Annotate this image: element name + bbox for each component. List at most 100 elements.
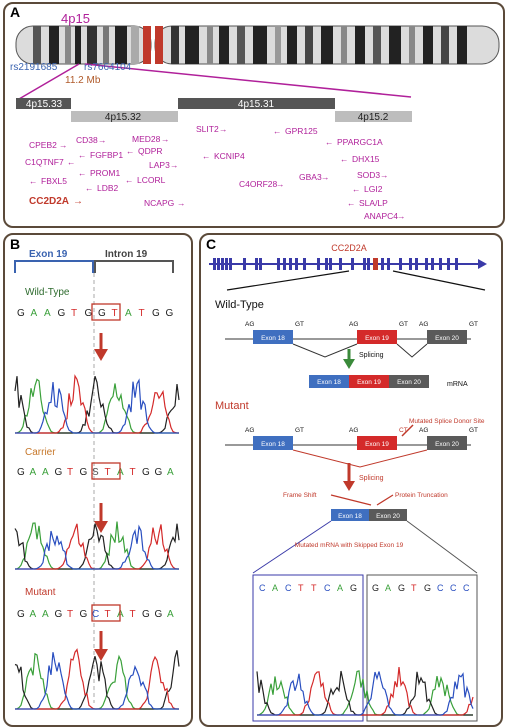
gene-exon-tick bbox=[399, 258, 402, 270]
gene-dhx15: DHX15 bbox=[352, 154, 380, 164]
gene-exon-tick bbox=[363, 258, 366, 270]
skip-right-base: G bbox=[398, 583, 405, 593]
mut-splicing-label: Splicing bbox=[359, 475, 384, 482]
mutant-seq-base: G bbox=[155, 609, 163, 620]
wildtype-seq-base: T bbox=[71, 308, 77, 319]
frame-shift-pointer bbox=[330, 494, 372, 506]
gene-exon-tick bbox=[255, 258, 258, 270]
gene-cc2d2a-arrow: → bbox=[73, 196, 83, 207]
gene-cpeb2-arrow: → bbox=[59, 140, 68, 150]
gene-exon-tick bbox=[351, 258, 354, 270]
carrier-splice-box bbox=[91, 462, 121, 480]
gene-gpr125: GPR125 bbox=[285, 126, 318, 136]
gene-med28: MED28 bbox=[132, 134, 161, 144]
mrna-exon20-label: Exon 20 bbox=[397, 379, 421, 386]
band-4p15-32 bbox=[71, 111, 178, 122]
skip-right-base: T bbox=[411, 583, 417, 593]
gene-sod3: SOD3 bbox=[357, 170, 380, 180]
wt-exon18 bbox=[253, 330, 293, 344]
gene-lap3-arrow: → bbox=[170, 160, 179, 170]
gene-exon-tick bbox=[409, 258, 412, 270]
gene-ncapg: NCAPG bbox=[144, 198, 174, 208]
carrier-label: Carrier bbox=[25, 447, 56, 458]
mut-gt-1: GT bbox=[295, 427, 304, 434]
gene-ppargc1a-arrow: ← bbox=[325, 137, 334, 147]
gene-cd38-arrow: → bbox=[98, 135, 107, 145]
gene-gba3-arrow: → bbox=[321, 172, 330, 182]
gene-ncapg-arrow: → bbox=[177, 198, 186, 208]
carrier-chromatogram bbox=[14, 521, 180, 570]
exon19-bracket bbox=[14, 260, 94, 273]
mutated-site-pointer bbox=[401, 424, 414, 437]
skip-trace bbox=[257, 671, 474, 716]
zoom-line-left bbox=[18, 63, 80, 100]
mut-splicing-arrowhead bbox=[343, 481, 355, 491]
gene-prom1: PROM1 bbox=[90, 168, 121, 178]
wt-ag-3: AG bbox=[419, 321, 428, 328]
mut-ag-1: AG bbox=[245, 427, 254, 434]
panel-c bbox=[199, 233, 503, 727]
mutant-seq-base: A bbox=[42, 609, 49, 620]
carrier-seq-base: G bbox=[155, 467, 163, 478]
carrier-seq-base: G bbox=[80, 467, 88, 478]
carrier-seq-base: A bbox=[42, 467, 49, 478]
mut-exon19 bbox=[357, 436, 397, 450]
mutant-seq-base: G bbox=[80, 609, 88, 620]
gene-sod3-arrow: → bbox=[380, 170, 389, 180]
gene-lap3: LAP3 bbox=[149, 160, 170, 170]
intron19-header: Intron 19 bbox=[105, 249, 148, 260]
gene-gpr125-arrow: ← bbox=[273, 126, 282, 136]
carrier-seq-base: A bbox=[30, 467, 37, 478]
wt-gt-1: GT bbox=[295, 321, 304, 328]
skip-left-base: T bbox=[311, 583, 317, 593]
mutant-trace bbox=[15, 652, 179, 710]
gene-exon-tick bbox=[381, 258, 384, 270]
mutant-seq-base: G bbox=[142, 609, 150, 620]
carrier-arrowhead bbox=[94, 521, 108, 533]
skip-right-base: C bbox=[463, 583, 470, 593]
skip-chromatogram-right-box bbox=[366, 574, 478, 722]
gene-exon-tick bbox=[329, 258, 332, 270]
intron19-bracket bbox=[94, 260, 174, 273]
gene-fgfbp1-arrow: ← bbox=[78, 150, 87, 160]
mut-exon20-label: Exon 20 bbox=[435, 441, 459, 448]
gene-kcnip4: KCNIP4 bbox=[214, 151, 245, 161]
wt-exon19-label: Exon 19 bbox=[365, 335, 389, 342]
panel-c-figure: CC2D2A Wild-Type Exon 18 Exon 19 Exon 20… bbox=[209, 243, 487, 722]
mutant-seq-base: T bbox=[105, 609, 111, 620]
gene-exon-tick bbox=[213, 258, 216, 270]
skip-chromatogram-left-box bbox=[252, 574, 364, 722]
gene-exon-tick bbox=[289, 258, 292, 270]
gene-exon-tick bbox=[259, 258, 262, 270]
chromosome-p-arm bbox=[15, 25, 152, 65]
wildtype-seq-base: G bbox=[98, 308, 106, 319]
gene-qdpr-arrow: ← bbox=[126, 146, 135, 156]
gene-lgi2-arrow: ← bbox=[352, 184, 361, 194]
zoom-left bbox=[226, 270, 350, 291]
gene-fbxl5-arrow: ← bbox=[29, 176, 38, 186]
mutant-title: Mutant bbox=[215, 400, 249, 412]
panel-b bbox=[3, 233, 193, 727]
skip-left-base: C bbox=[285, 583, 292, 593]
gene-exon-tick bbox=[277, 258, 280, 270]
wildtype-seq-base: T bbox=[139, 308, 145, 319]
wildtype-seq-base: G bbox=[152, 308, 160, 319]
band-4p15-31 bbox=[178, 98, 335, 109]
snp-right-label: rs7664104 bbox=[84, 62, 132, 73]
mut-mrna-exon20-label: Exon 20 bbox=[376, 513, 400, 520]
wildtype-seq-base: G bbox=[58, 308, 66, 319]
gene-cc2d2a-highlight: CC2D2A bbox=[29, 196, 69, 207]
wt-exon20 bbox=[427, 330, 467, 344]
mutant-seq-base: G bbox=[55, 609, 63, 620]
gene-exon-tick bbox=[317, 258, 320, 270]
mutant-chromatogram bbox=[14, 648, 180, 710]
gene-cd38: CD38 bbox=[76, 135, 98, 145]
wt-exon19 bbox=[357, 330, 397, 344]
gene-exon-tick bbox=[217, 258, 220, 270]
skip-trace bbox=[256, 670, 473, 716]
snp-left-label: rs2191685 bbox=[10, 62, 58, 73]
band-4p15-33 bbox=[16, 98, 71, 109]
gene-exon-tick bbox=[221, 258, 224, 270]
wildtype-seq-base: G bbox=[166, 308, 174, 319]
mut-mrna-exon18-label: Exon 18 bbox=[338, 513, 362, 520]
